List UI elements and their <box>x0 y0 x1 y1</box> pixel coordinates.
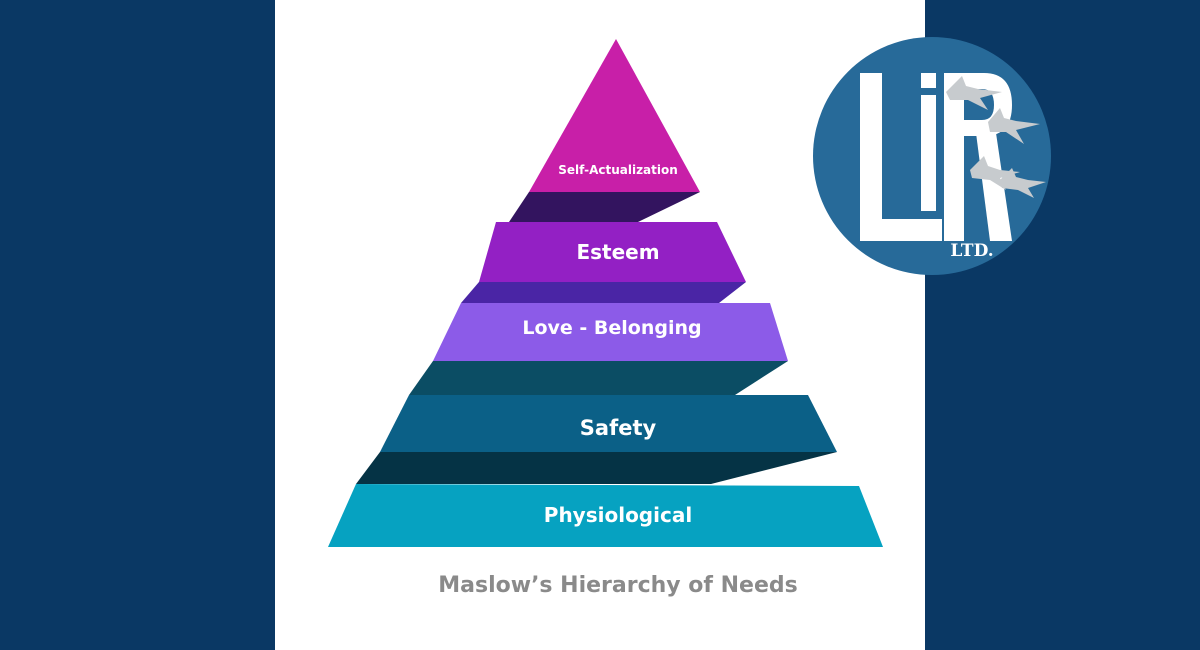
level-label: Safety <box>580 416 657 440</box>
level-self-actualization <box>529 39 700 192</box>
level-esteem <box>479 222 746 282</box>
level-label: Physiological <box>544 503 692 527</box>
diagram-caption: Maslow’s Hierarchy of Needs <box>438 573 798 598</box>
level-love-belonging <box>433 303 788 361</box>
connector-band <box>356 452 837 484</box>
birds-icon <box>946 76 1046 198</box>
logo-subtitle: LTD. <box>950 241 993 261</box>
level-label: Love - Belonging <box>522 317 701 339</box>
connector-band <box>509 192 700 222</box>
level-physiological <box>328 484 883 547</box>
level-safety <box>380 395 837 452</box>
connector-band <box>409 361 788 395</box>
connector-band <box>461 282 746 303</box>
company-logo: LTD. <box>813 37 1051 275</box>
level-label: Esteem <box>576 240 659 264</box>
pyramid: Self-Actualization Esteem Love - Belongi… <box>328 39 883 547</box>
level-label: Self-Actualization <box>558 163 678 177</box>
